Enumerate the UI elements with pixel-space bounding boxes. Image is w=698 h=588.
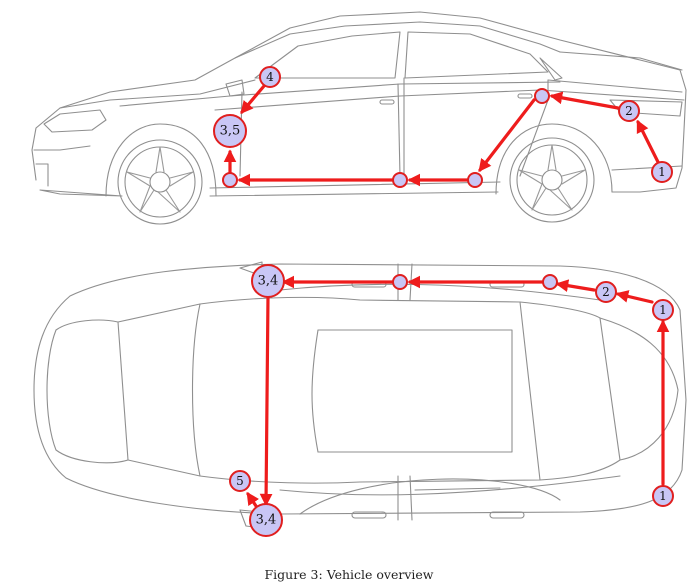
top-body-outline: [33, 263, 687, 515]
top-view-nodes: 1 1 2 3,4 3,4 5: [229, 264, 674, 537]
side-roof-inner: [234, 21, 561, 59]
top-rear-window: [46, 319, 129, 464]
side-trunk-edge: [547, 79, 683, 93]
arrow-t34a-t34b: [259, 294, 273, 507]
node-s35[interactable]: 3,5: [213, 114, 247, 148]
side-view-arrows: [223, 84, 660, 187]
side-quarter-window: [539, 57, 563, 81]
side-front-bumper: [33, 145, 91, 187]
side-view-nodes: 1 2 4 3,5: [213, 66, 673, 188]
side-front-wheel: [117, 139, 203, 225]
svg-text:1: 1: [659, 489, 667, 503]
arrow-t2-ta: [555, 279, 596, 292]
svg-text:4: 4: [266, 70, 274, 84]
top-roof: [191, 296, 541, 484]
arrow-t34b-t5: [246, 491, 260, 508]
svg-text:2: 2: [602, 285, 610, 299]
arrow-sa-sb: [478, 98, 536, 173]
node-t1a[interactable]: 1: [652, 299, 674, 321]
top-handle-1: [351, 511, 387, 519]
node-s4[interactable]: 4: [259, 66, 281, 88]
side-rear-handle: [517, 93, 533, 99]
side-front-door: [239, 77, 405, 177]
node-tb[interactable]: [392, 274, 408, 290]
top-windshield: [519, 301, 621, 481]
svg-text:3,4: 3,4: [258, 274, 279, 289]
node-t34a[interactable]: 3,4: [251, 264, 285, 298]
node-ta[interactable]: [542, 274, 558, 290]
svg-text:3,4: 3,4: [256, 513, 277, 528]
svg-text:3,5: 3,5: [220, 124, 241, 139]
node-sc[interactable]: [392, 172, 408, 188]
arrow-s2-sa: [549, 91, 620, 110]
node-sa[interactable]: [534, 88, 550, 104]
car-top-view: [33, 261, 687, 529]
node-t1b[interactable]: 1: [652, 485, 674, 507]
node-sb[interactable]: [467, 172, 483, 188]
side-trunk-line: [559, 51, 683, 71]
top-roof-inner: [317, 329, 513, 453]
side-shoulder-line: [119, 81, 561, 107]
node-t2[interactable]: 2: [595, 281, 617, 303]
svg-text:5: 5: [236, 474, 244, 488]
side-belt-line: [214, 89, 685, 111]
arrow-s1-s2: [636, 119, 660, 164]
node-s2[interactable]: 2: [618, 100, 640, 122]
side-rear-window: [404, 31, 549, 79]
side-rear-wheel: [509, 137, 595, 223]
side-front-handle: [379, 99, 395, 105]
top-handle-2: [489, 511, 525, 519]
top-lower-doors: [299, 475, 561, 521]
side-sill: [209, 181, 501, 189]
side-body-outline: [31, 11, 687, 197]
node-s1[interactable]: 1: [651, 161, 673, 183]
svg-text:2: 2: [625, 104, 633, 118]
side-rear-arch: [495, 123, 613, 195]
node-sd[interactable]: [222, 172, 238, 188]
car-side-view: [31, 11, 687, 225]
top-sill-lower: [279, 475, 621, 496]
side-mirror: [225, 79, 245, 97]
top-roof-divider: [311, 329, 319, 453]
node-t34b[interactable]: 3,4: [249, 503, 283, 537]
top-view-arrows: [246, 275, 670, 508]
svg-text:1: 1: [659, 303, 667, 317]
figure-caption: Figure 3: Vehicle overview: [264, 567, 434, 582]
top-rear-deck: [117, 303, 201, 477]
arrow-t1a-t2: [615, 290, 654, 304]
arrow-s4-s35: [240, 84, 266, 114]
side-front-window: [254, 31, 401, 79]
node-t5[interactable]: 5: [229, 470, 251, 492]
top-hood: [599, 317, 679, 461]
side-headlight: [43, 109, 107, 133]
svg-text:1: 1: [658, 165, 666, 179]
side-front-arch: [105, 123, 217, 197]
